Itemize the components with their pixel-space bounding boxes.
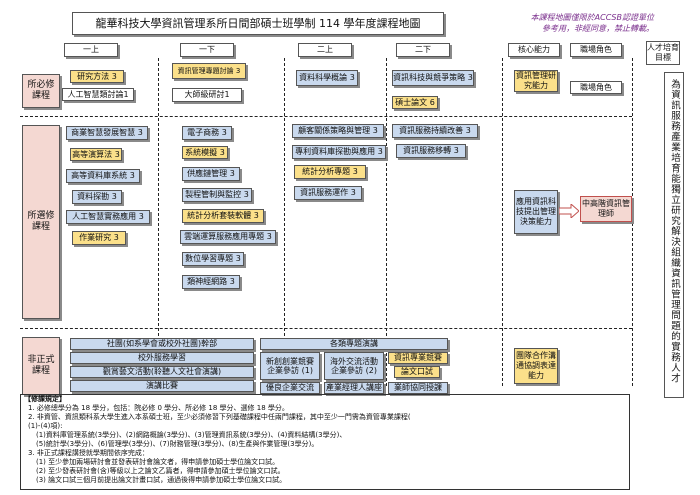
- course-research-methods: 研究方法 3: [70, 70, 124, 83]
- informal-co-teaching: 業師協同授課: [388, 382, 448, 394]
- row-sep-2: [20, 328, 632, 329]
- note-top: 本課程地圖僅限於ACCSB認證單位 參考用，非經同意，禁止轉載。: [530, 13, 654, 33]
- col-sep-2: [284, 58, 285, 386]
- header-core: 核心能力: [508, 43, 560, 57]
- informal-service-learning: 校外服務學習: [70, 352, 254, 364]
- course-crm: 顧客關係策略與管理 3: [292, 124, 384, 138]
- informal-startup: 新創創業競賽 企業參訪 (1): [260, 352, 320, 380]
- course-operations-research: 作業研究 3: [72, 231, 126, 245]
- course-cloud: 雲端運算服務應用專題 3: [180, 230, 276, 244]
- col-sep-3: [386, 58, 387, 386]
- header-s2: 一下: [180, 43, 234, 57]
- arrow-to-career: [559, 204, 579, 218]
- core-teamwork: 團隊合作溝通協調表達能力: [514, 348, 558, 384]
- header-s4: 二下: [396, 43, 450, 57]
- header-s1: 一上: [64, 43, 118, 57]
- course-bi: 商業智慧發展智慧 3: [66, 126, 148, 140]
- col-sep-4: [502, 58, 503, 386]
- informal-enterprise-exchange: 優良企業交流: [260, 382, 320, 394]
- course-service-improve: 資訊服務持續改善 3: [392, 124, 478, 138]
- course-neural-network: 類神經網路 3: [182, 275, 240, 289]
- notes-line-7: (1) 至少參加兩場研討會並發表研討會論文者，得申請參加碩士學位論文口試。: [36, 458, 280, 466]
- course-supply-chain: 供應鏈管理 3: [182, 167, 240, 181]
- course-im-seminar: 資訊管理專題討論 3: [172, 63, 246, 79]
- notes-box: [20, 394, 630, 490]
- notes-line-2: 2. 非資管、資訊類科系大學生進入本系碩士班，至少必須修習下列基礎課程中任兩門課…: [28, 413, 411, 421]
- informal-oral-defense: 論文口試: [394, 366, 440, 378]
- course-service-ops: 資訊服務運作 3: [294, 186, 362, 200]
- header-career: 職場角色: [570, 43, 622, 57]
- course-master-seminar: 大師級研討1: [172, 88, 242, 102]
- course-adv-db: 高等資料庫系統 3: [66, 169, 140, 183]
- course-ai-seminar: 人工智慧類討論1: [62, 88, 134, 101]
- col-sep-1: [158, 58, 159, 386]
- course-elearning: 數位學習專題 3: [182, 252, 244, 266]
- notes-line-1: 1. 必修總學分為 18 學分，包括：院必修 0 學分、所必修 18 學分、選修…: [28, 404, 289, 412]
- course-thesis: 碩士論文 6: [392, 96, 438, 109]
- course-stat-software: 統計分析套裝軟體 3: [182, 209, 264, 223]
- notes-line-3: (1)-(4)項):: [28, 422, 63, 430]
- row-label-elective: 所選修課程: [22, 125, 60, 319]
- informal-overseas: 海外交流活動 企業參訪 (2): [324, 352, 384, 380]
- informal-speech: 演講比賽: [70, 380, 254, 392]
- goal-text: 為資訊服務產業培育能獨立研究解決組織資訊管理問題的實務人才: [664, 72, 684, 398]
- notes-line-9: (3) 論文口試三個月前提出論文計畫口試，通過後得申請參加碩士學位論文口試。: [36, 476, 287, 484]
- course-algorithms: 高等演算法 3: [70, 148, 122, 161]
- page-title: 龍華科技大學資訊管理系所日間部碩士班學制 114 學年度課程地圖: [72, 12, 444, 35]
- row-sep-1: [20, 116, 632, 117]
- notes-line-8: (2) 至少發表研討會(含)等級以上之論文乙篇者，得申請參加碩士學位論文口試。: [36, 467, 285, 475]
- informal-manager-forum: 產業經理人講座: [324, 382, 384, 394]
- col-sep-5: [632, 58, 633, 386]
- notes-line-5: (5)統計學(3學分)、(6)管理學(3學分)、(7)財務管理(3學分)、(8)…: [36, 440, 319, 448]
- core-research: 資訊管理研究能力: [514, 70, 558, 92]
- course-service-transfer: 資訊服務移轉 3: [396, 144, 466, 158]
- notes-heading: 【修課規定】: [24, 395, 66, 403]
- informal-arts: 觀賞藝文活動(聆聽人文社會演講): [70, 366, 254, 378]
- course-simulation: 系統模擬 3: [182, 146, 228, 159]
- course-patent: 專利資料庫探勘與應用 3: [292, 145, 386, 159]
- course-stat-project: 統計分析專題 3: [294, 165, 366, 179]
- informal-club-leader: 社團(如系學會或校外社團)幹部: [70, 338, 254, 350]
- notes-line-6: 3. 非正式課程講授就學期間依序完成：: [28, 449, 149, 457]
- row-label-required: 所必修課程: [22, 74, 60, 108]
- career-senior-im: 中高階資訊管理師: [580, 196, 632, 222]
- career-required: 職場角色: [570, 81, 622, 94]
- course-it-strategy: 資訊科技與競爭策略 3: [392, 70, 474, 86]
- course-ai-practice: 人工智慧實務應用 3: [66, 210, 150, 224]
- header-s3: 二上: [298, 43, 352, 57]
- course-ecommerce: 電子商務 3: [182, 126, 232, 140]
- course-data-mining: 資料探勘 3: [72, 190, 122, 204]
- row-label-informal: 非正式課程: [22, 337, 60, 395]
- course-process-control: 製程管制與監控 3: [182, 188, 252, 202]
- informal-it-competition: 資訊專業競賽: [388, 352, 448, 364]
- core-it-decision: 應用資訊科技提出管理決策能力: [514, 190, 558, 234]
- header-goal: 人才培育目標: [646, 41, 680, 65]
- notes-line-4: (1)資料庫管理系統(3學分)、(2)網路概論(3學分)、(3)管理資訊系統(3…: [36, 431, 347, 439]
- course-data-science: 資料科學概論 3: [296, 70, 358, 86]
- informal-lectures: 各類專題演講: [260, 338, 448, 350]
